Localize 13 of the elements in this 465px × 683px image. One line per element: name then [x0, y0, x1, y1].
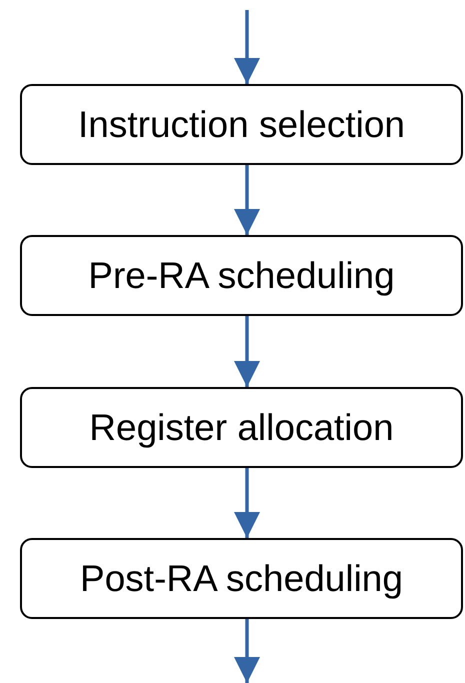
step-label: Register allocation [89, 406, 394, 448]
arrow [234, 619, 260, 683]
step-label: Instruction selection [78, 104, 405, 146]
step-label: Pre-RA scheduling [88, 254, 395, 296]
arrow [234, 316, 260, 387]
step-label: Post-RA scheduling [80, 558, 403, 600]
process-box [20, 387, 463, 468]
arrow [234, 10, 260, 84]
arrow [234, 468, 260, 538]
process-box [20, 84, 463, 165]
arrow [234, 165, 260, 235]
process-box [20, 538, 463, 619]
process-box [20, 235, 463, 316]
